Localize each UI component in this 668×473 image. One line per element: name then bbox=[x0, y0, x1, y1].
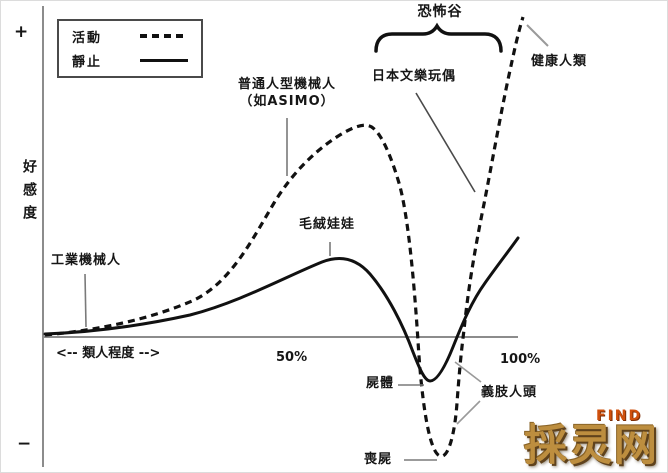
pointer-prosthetic-head-upper bbox=[454, 361, 482, 383]
label-humanoid-robot: 普通人型機械人 （如ASIMO） bbox=[231, 76, 343, 110]
watermark: FIND 採灵网 bbox=[522, 401, 668, 473]
pointer-bunraku-puppet bbox=[415, 92, 476, 193]
legend-item-moving: 活動 bbox=[59, 27, 201, 46]
legend-item-still: 靜止 bbox=[59, 51, 201, 70]
legend-box: 活動 靜止 bbox=[57, 19, 203, 78]
pointer-healthy-human bbox=[526, 24, 549, 47]
legend-dashed-line-sample bbox=[140, 34, 188, 39]
label-humanoid-robot-line1: 普通人型機械人 bbox=[237, 77, 336, 92]
chart-title-uncanny-valley: 恐怖谷 bbox=[417, 4, 463, 20]
legend-solid-line-sample bbox=[140, 59, 188, 63]
label-bunraku-puppet: 日本文樂玩偶 bbox=[372, 69, 457, 84]
y-axis-label: 好感度 bbox=[21, 159, 37, 228]
y-axis-minus-sign: − bbox=[17, 434, 32, 454]
legend-label-moving: 活動 bbox=[72, 30, 103, 46]
y-axis-plus-sign: + bbox=[14, 22, 29, 42]
watermark-find-text: FIND bbox=[596, 408, 643, 424]
label-zombie: 喪屍 bbox=[364, 452, 393, 467]
pointer-industrial-robot bbox=[84, 273, 87, 328]
label-humanoid-robot-line2: （如ASIMO） bbox=[239, 94, 335, 109]
x-axis-arrow-label: <-- 類人程度 --> bbox=[56, 346, 161, 361]
x-axis-tick-50: 50% bbox=[276, 350, 308, 365]
pointer-prosthetic-head-lower bbox=[456, 400, 481, 425]
watermark-site-text: 採灵网 bbox=[524, 421, 659, 471]
x-axis-tick-100: 100% bbox=[500, 352, 541, 367]
label-industrial-robot: 工業機械人 bbox=[51, 253, 122, 268]
uncanny-valley-brace bbox=[374, 22, 503, 53]
label-prosthetic-head: 義肢人頭 bbox=[481, 385, 538, 400]
label-corpse: 屍體 bbox=[366, 376, 395, 391]
label-healthy-human: 健康人類 bbox=[531, 54, 588, 69]
curve-still-solid bbox=[43, 236, 520, 383]
label-stuffed-animal: 毛絨娃娃 bbox=[299, 217, 356, 232]
legend-label-still: 靜止 bbox=[72, 55, 103, 71]
curve-moving-dashed bbox=[44, 16, 525, 458]
